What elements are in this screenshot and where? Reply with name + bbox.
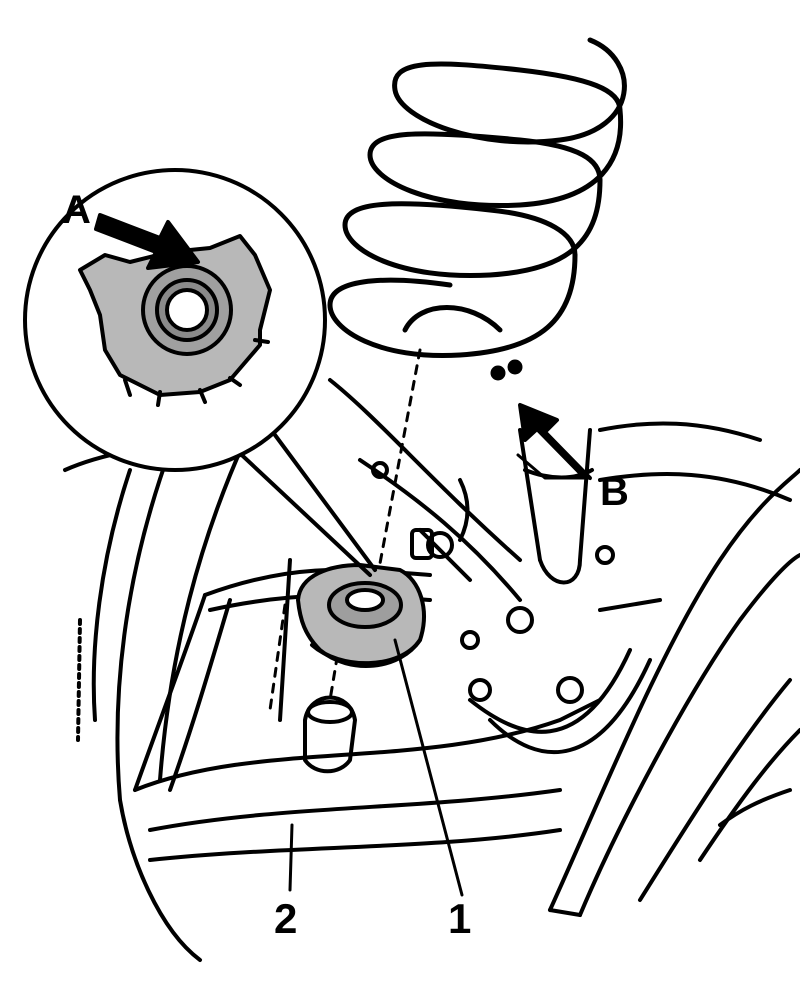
wheel-hub	[548, 421, 800, 917]
detail-magnifier	[23, 168, 377, 577]
leader-line-2	[288, 823, 294, 892]
label-a: A	[62, 188, 91, 232]
label-part-1: 1	[448, 895, 472, 942]
vehicle-body	[63, 438, 262, 962]
arrow-b	[516, 403, 592, 480]
installation-axis	[268, 348, 422, 712]
leader-lines	[288, 638, 464, 897]
arrow-a	[94, 213, 200, 270]
coil-spring	[327, 37, 627, 381]
shock-absorber	[518, 428, 594, 585]
label-b: B	[600, 470, 629, 514]
leader-line-1	[393, 638, 464, 897]
bump-stop-bushing	[303, 695, 357, 774]
label-part-2: 2	[274, 895, 298, 942]
spring-seat	[296, 563, 426, 668]
fasteners	[371, 461, 615, 704]
